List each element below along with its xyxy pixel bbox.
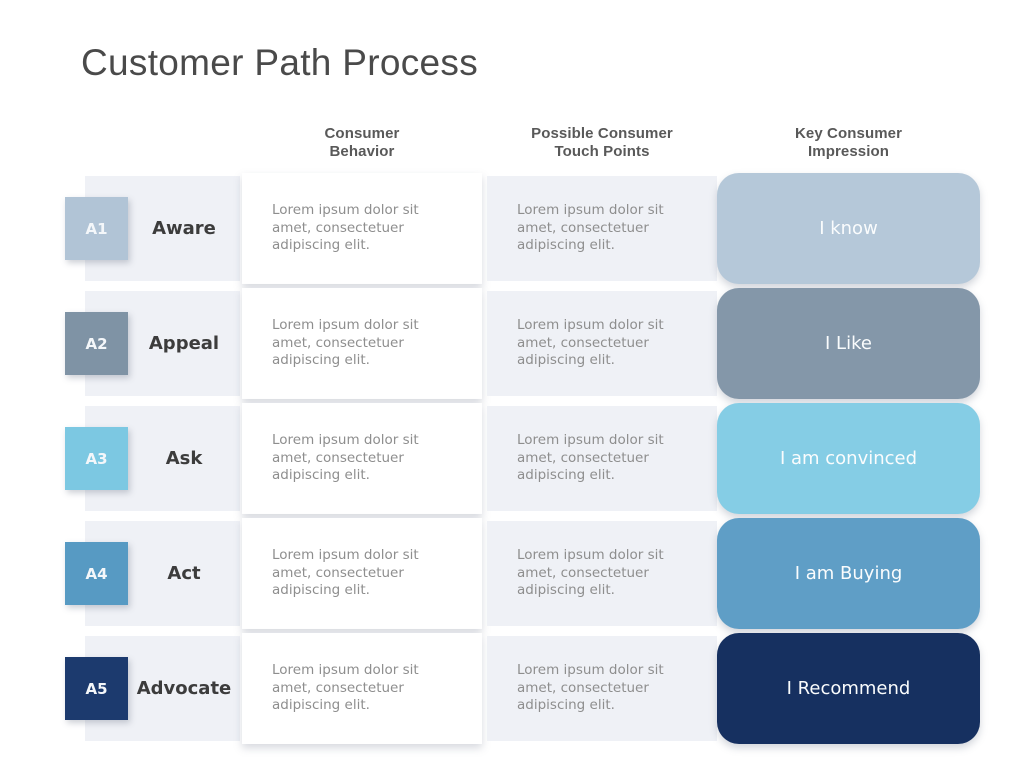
impression-text: I am Buying <box>794 563 903 584</box>
stage-code: A2 <box>85 334 108 353</box>
consumer-behavior-text: Lorem ipsum dolor sit amet, consectetuer… <box>272 547 419 599</box>
touch-points-strip: Lorem ipsum dolor sit amet, consectetuer… <box>487 291 717 396</box>
impression-text: I Recommend <box>786 678 911 699</box>
touch-points-text: Lorem ipsum dolor sit amet, consectetuer… <box>517 317 664 369</box>
touch-points-strip: Lorem ipsum dolor sit amet, consectetuer… <box>487 176 717 281</box>
stage-code: A4 <box>85 564 108 583</box>
touch-points-strip: Lorem ipsum dolor sit amet, consectetuer… <box>487 636 717 741</box>
stage-name: Appeal <box>148 333 220 354</box>
table-row: A3 Ask Lorem ipsum dolor sit amet, conse… <box>0 403 1024 514</box>
column-header-touch-points: Possible Consumer Touch Points <box>531 125 673 160</box>
touch-points-text: Lorem ipsum dolor sit amet, consectetuer… <box>517 432 664 484</box>
process-rows: A1 Aware Lorem ipsum dolor sit amet, con… <box>0 173 1024 751</box>
impression-text: I am convinced <box>779 448 918 469</box>
impression-box: I know <box>717 173 980 284</box>
impression-box: I Recommend <box>717 633 980 744</box>
consumer-behavior-text: Lorem ipsum dolor sit amet, consectetuer… <box>272 662 419 714</box>
consumer-behavior-text: Lorem ipsum dolor sit amet, consectetuer… <box>272 202 419 254</box>
impression-box: I am Buying <box>717 518 980 629</box>
stage-code: A5 <box>85 679 108 698</box>
stage-name: Ask <box>165 448 203 469</box>
stage-name: Aware <box>152 218 216 239</box>
table-row: A1 Aware Lorem ipsum dolor sit amet, con… <box>0 173 1024 284</box>
impression-text: I know <box>819 218 878 239</box>
stage-badge: A1 <box>65 197 128 260</box>
touch-points-text: Lorem ipsum dolor sit amet, consectetuer… <box>517 547 664 599</box>
column-header-consumer-behavior: Consumer Behavior <box>324 125 400 160</box>
stage-badge: A4 <box>65 542 128 605</box>
stage-name: Advocate <box>136 678 232 699</box>
consumer-behavior-card: Lorem ipsum dolor sit amet, consectetuer… <box>242 518 482 629</box>
touch-points-text: Lorem ipsum dolor sit amet, consectetuer… <box>517 662 664 714</box>
consumer-behavior-text: Lorem ipsum dolor sit amet, consectetuer… <box>272 432 419 484</box>
stage-name: Act <box>167 563 201 584</box>
stage-code: A1 <box>85 219 108 238</box>
impression-text: I Like <box>825 333 872 354</box>
consumer-behavior-card: Lorem ipsum dolor sit amet, consectetuer… <box>242 173 482 284</box>
stage-badge: A5 <box>65 657 128 720</box>
impression-box: I am convinced <box>717 403 980 514</box>
impression-box: I Like <box>717 288 980 399</box>
stage-badge: A2 <box>65 312 128 375</box>
table-row: A4 Act Lorem ipsum dolor sit amet, conse… <box>0 518 1024 629</box>
consumer-behavior-text: Lorem ipsum dolor sit amet, consectetuer… <box>272 317 419 369</box>
touch-points-strip: Lorem ipsum dolor sit amet, consectetuer… <box>487 521 717 626</box>
slide-title: Customer Path Process <box>81 42 479 83</box>
touch-points-text: Lorem ipsum dolor sit amet, consectetuer… <box>517 202 664 254</box>
consumer-behavior-card: Lorem ipsum dolor sit amet, consectetuer… <box>242 288 482 399</box>
table-row: A2 Appeal Lorem ipsum dolor sit amet, co… <box>0 288 1024 399</box>
stage-badge: A3 <box>65 427 128 490</box>
consumer-behavior-card: Lorem ipsum dolor sit amet, consectetuer… <box>242 403 482 514</box>
touch-points-strip: Lorem ipsum dolor sit amet, consectetuer… <box>487 406 717 511</box>
table-row: A5 Advocate Lorem ipsum dolor sit amet, … <box>0 633 1024 744</box>
stage-code: A3 <box>85 449 108 468</box>
column-header-key-impression: Key Consumer Impression <box>794 125 903 160</box>
consumer-behavior-card: Lorem ipsum dolor sit amet, consectetuer… <box>242 633 482 744</box>
